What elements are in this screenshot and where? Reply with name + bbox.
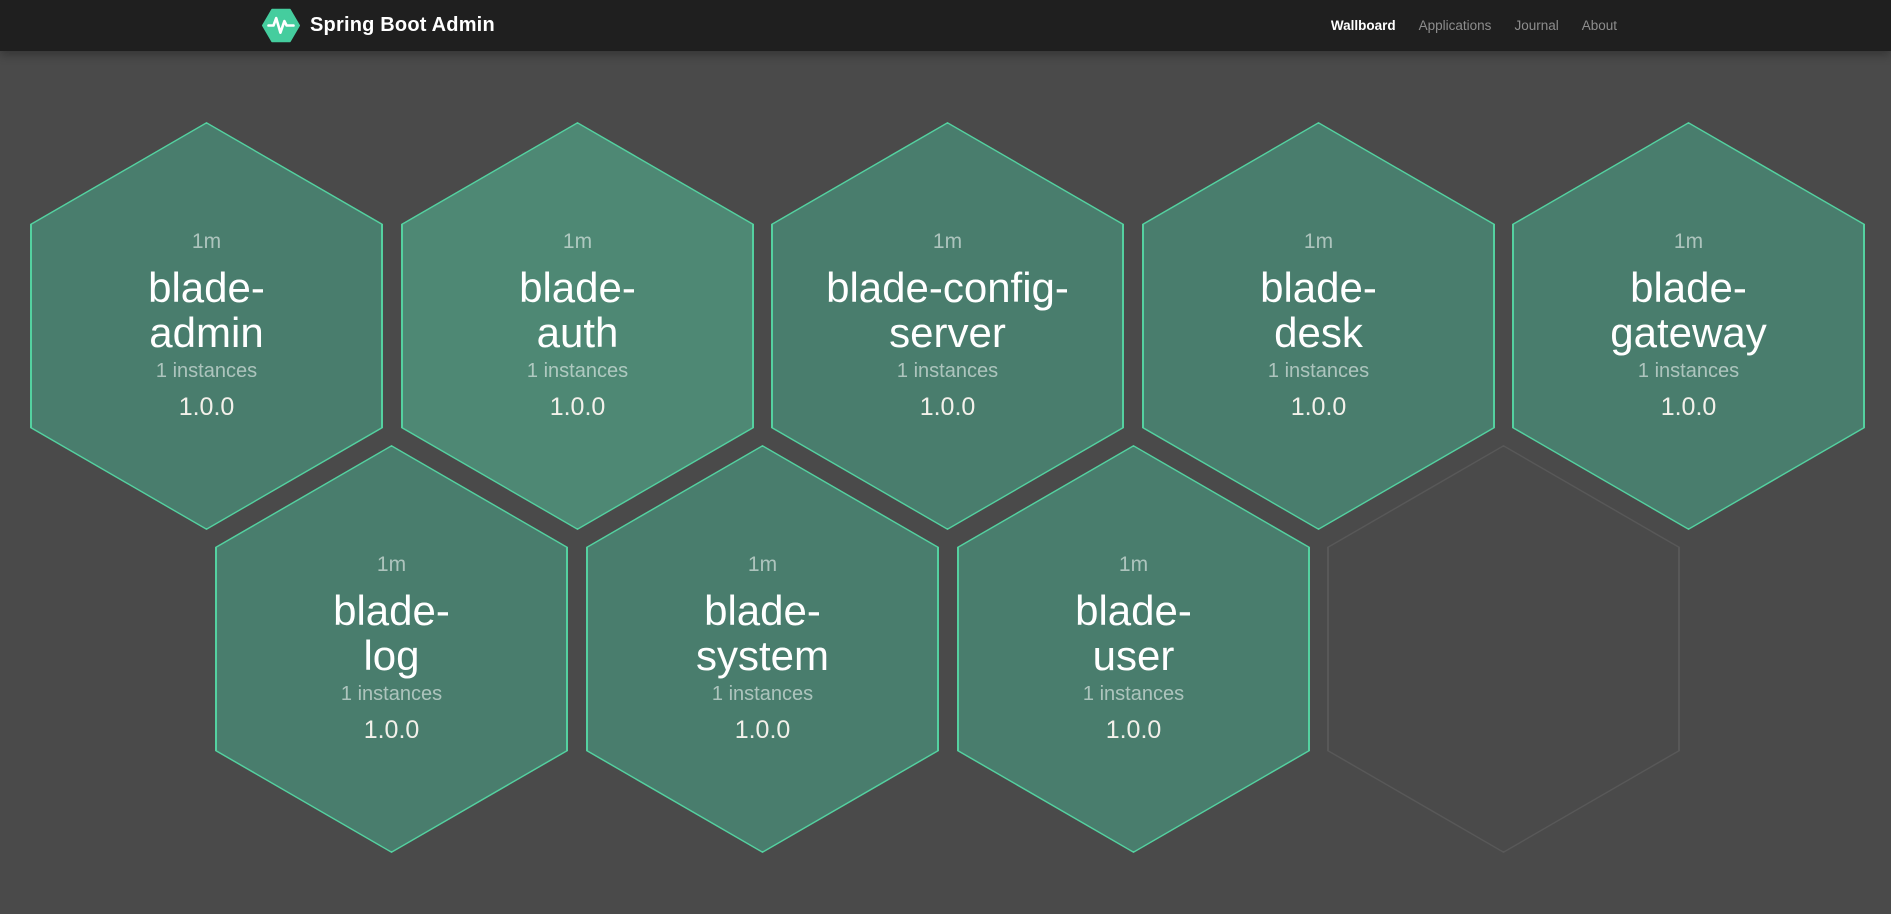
application-name-line2: user bbox=[1092, 632, 1175, 679]
application-name-line1: blade-config- bbox=[826, 263, 1069, 311]
instances-count: 1 instances bbox=[896, 360, 999, 383]
brand-link[interactable]: Spring Boot Admin bbox=[262, 8, 495, 43]
hexagon-content: 1m blade-config- server 1 instances 1.0.… bbox=[771, 122, 1124, 530]
brand-title: Spring Boot Admin bbox=[310, 14, 495, 36]
uptime-label: 1m bbox=[1118, 552, 1149, 576]
nav-link-about[interactable]: About bbox=[1581, 18, 1617, 33]
application-name: blade- log bbox=[333, 586, 450, 679]
hexagon-content: 1m blade- system 1 instances 1.0.0 bbox=[586, 445, 939, 853]
uptime-label: 1m bbox=[562, 229, 593, 253]
nav-link-applications[interactable]: Applications bbox=[1418, 18, 1492, 33]
application-name-line1: blade- bbox=[1630, 263, 1747, 311]
instances-count: 1 instances bbox=[1267, 360, 1370, 383]
hexagon-empty-slot bbox=[1327, 445, 1680, 853]
application-name: blade- desk bbox=[1260, 263, 1377, 356]
version-label: 1.0.0 bbox=[919, 393, 976, 422]
uptime-label: 1m bbox=[376, 552, 407, 576]
hexagon-blade-auth[interactable]: 1m blade- auth 1 instances 1.0.0 bbox=[401, 122, 754, 530]
hexagon-fill bbox=[216, 446, 567, 852]
application-name-line1: blade- bbox=[1075, 586, 1192, 634]
application-name: blade- auth bbox=[519, 263, 636, 356]
instances-count: 1 instances bbox=[155, 360, 258, 383]
application-name-line2: auth bbox=[536, 309, 619, 356]
instances-count: 1 instances bbox=[1082, 683, 1185, 706]
application-name-line1: blade- bbox=[519, 263, 636, 311]
uptime-label: 1m bbox=[1673, 229, 1704, 253]
version-label: 1.0.0 bbox=[734, 716, 791, 745]
hexagon-fill bbox=[1143, 123, 1494, 529]
hexagon-content: 1m blade- desk 1 instances 1.0.0 bbox=[1142, 122, 1495, 530]
hexagon-blade-desk[interactable]: 1m blade- desk 1 instances 1.0.0 bbox=[1142, 122, 1495, 530]
uptime-label: 1m bbox=[747, 552, 778, 576]
application-name-line1: blade- bbox=[333, 586, 450, 634]
version-label: 1.0.0 bbox=[1105, 716, 1162, 745]
application-name-line1: blade- bbox=[148, 263, 265, 311]
application-name: blade- gateway bbox=[1610, 263, 1767, 356]
hexagon-blade-user[interactable]: 1m blade- user 1 instances 1.0.0 bbox=[957, 445, 1310, 853]
nav-links: Wallboard Applications Journal About bbox=[1331, 18, 1617, 33]
navbar: Spring Boot Admin Wallboard Applications J… bbox=[0, 0, 1891, 51]
instances-count: 1 instances bbox=[340, 683, 443, 706]
nav-link-journal[interactable]: Journal bbox=[1514, 18, 1559, 33]
application-name-line2: system bbox=[695, 632, 829, 679]
wallboard: 1m blade- admin 1 instances 1.0.0 1m bla… bbox=[0, 51, 1891, 914]
hexagon-blade-config-server[interactable]: 1m blade-config- server 1 instances 1.0.… bbox=[771, 122, 1124, 530]
hexagon-blade-admin[interactable]: 1m blade- admin 1 instances 1.0.0 bbox=[30, 122, 383, 530]
application-name: blade-config- server bbox=[826, 263, 1069, 356]
hexagon-blade-system[interactable]: 1m blade- system 1 instances 1.0.0 bbox=[586, 445, 939, 853]
hexagon-blade-log[interactable]: 1m blade- log 1 instances 1.0.0 bbox=[215, 445, 568, 853]
application-name-line2: log bbox=[363, 632, 420, 679]
nav-link-wallboard[interactable]: Wallboard bbox=[1330, 18, 1396, 33]
application-name-line1: blade- bbox=[1260, 263, 1377, 311]
application-name: blade- system bbox=[695, 586, 829, 679]
uptime-label: 1m bbox=[191, 229, 222, 253]
version-label: 1.0.0 bbox=[363, 716, 420, 745]
version-label: 1.0.0 bbox=[549, 393, 606, 422]
instances-count: 1 instances bbox=[1637, 360, 1740, 383]
hexagon-fill bbox=[1513, 123, 1864, 529]
application-name-line2: desk bbox=[1274, 309, 1363, 356]
version-label: 1.0.0 bbox=[1660, 393, 1717, 422]
hexagon-fill bbox=[1328, 446, 1679, 852]
instances-count: 1 instances bbox=[526, 360, 629, 383]
application-name-line2: admin bbox=[149, 309, 264, 356]
hexagon-fill bbox=[31, 123, 382, 529]
uptime-label: 1m bbox=[1303, 229, 1334, 253]
version-label: 1.0.0 bbox=[178, 393, 235, 422]
uptime-label: 1m bbox=[932, 229, 963, 253]
hexagon-content: 1m blade- log 1 instances 1.0.0 bbox=[215, 445, 568, 853]
application-name-line2: server bbox=[889, 309, 1006, 356]
pulse-hexagon-icon bbox=[262, 8, 300, 43]
application-name-line2: gateway bbox=[1610, 309, 1767, 356]
hexagon-content: 1m blade- gateway 1 instances 1.0.0 bbox=[1512, 122, 1865, 530]
version-label: 1.0.0 bbox=[1290, 393, 1347, 422]
application-name: blade- user bbox=[1075, 586, 1192, 679]
application-name-line1: blade- bbox=[704, 586, 821, 634]
hexagon-content: 1m blade- auth 1 instances 1.0.0 bbox=[401, 122, 754, 530]
application-name: blade- admin bbox=[148, 263, 265, 356]
instances-count: 1 instances bbox=[711, 683, 814, 706]
hexagon-content: 1m blade- user 1 instances 1.0.0 bbox=[957, 445, 1310, 853]
hexagon-blade-gateway[interactable]: 1m blade- gateway 1 instances 1.0.0 bbox=[1512, 122, 1865, 530]
hexagon-content: 1m blade- admin 1 instances 1.0.0 bbox=[30, 122, 383, 530]
